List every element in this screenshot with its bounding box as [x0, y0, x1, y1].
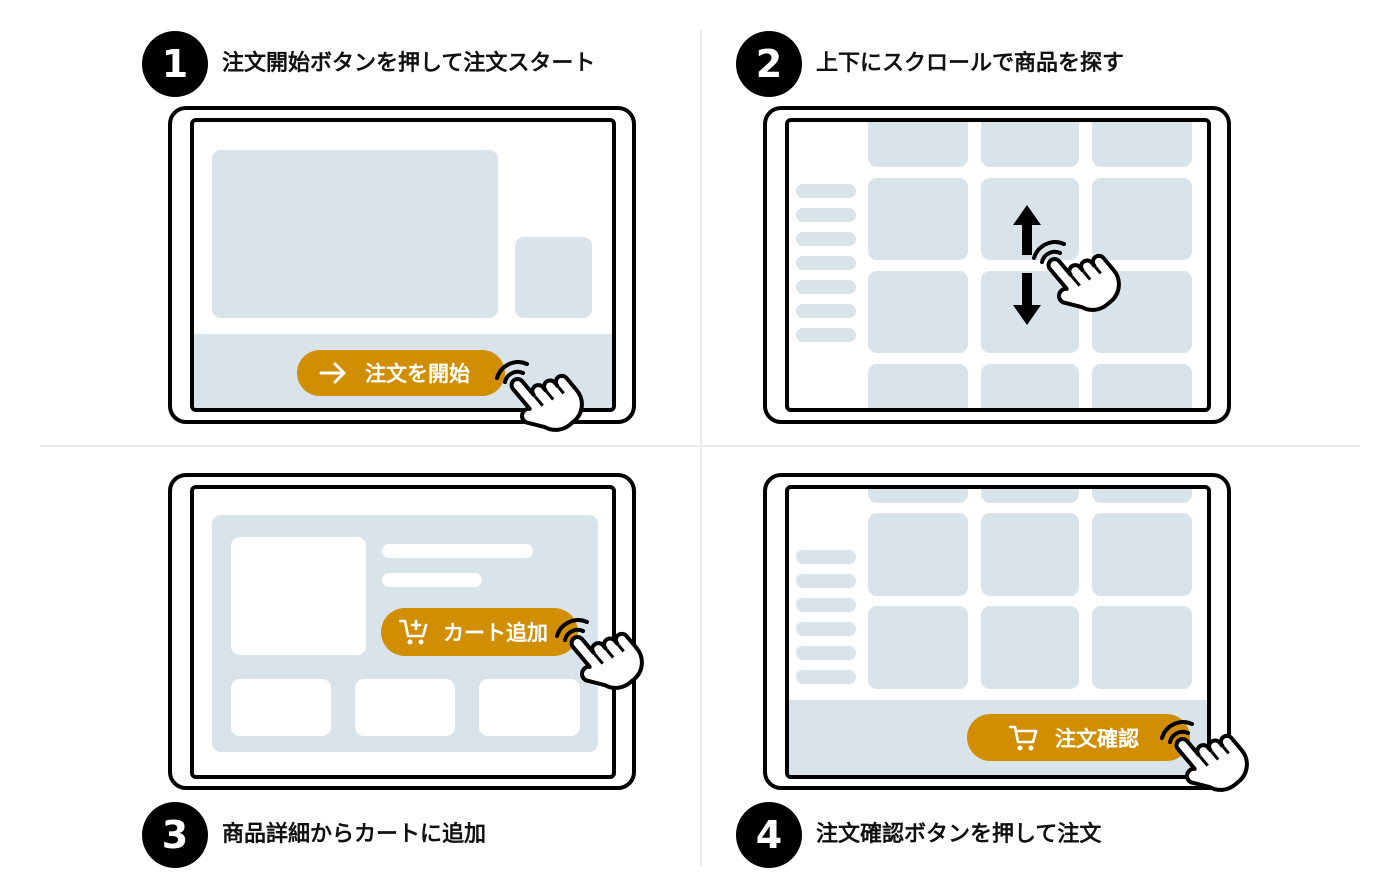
tablet-screen: カート追加 [190, 485, 616, 779]
category-item[interactable] [796, 328, 856, 342]
side-image-placeholder [515, 237, 592, 318]
hand-tap-icon [555, 609, 653, 706]
category-sidebar [796, 184, 856, 342]
tablet-screen: 注文を開始 [190, 118, 616, 412]
step-title: 注文開始ボタンを押して注文スタート [222, 51, 596, 76]
category-item[interactable] [796, 598, 856, 612]
cart-icon [1009, 725, 1038, 750]
product-image-placeholder [231, 537, 366, 655]
category-sidebar [796, 550, 856, 684]
button-label: 注文を開始 [365, 362, 470, 386]
tablet-illustration [763, 106, 1231, 424]
product-card[interactable] [1092, 178, 1192, 260]
category-item[interactable] [796, 280, 856, 294]
step-title: 注文確認ボタンを押して注文 [816, 822, 1102, 847]
cart-plus-icon [399, 619, 428, 645]
category-item[interactable] [796, 622, 856, 636]
product-card[interactable] [868, 489, 968, 503]
product-card[interactable] [868, 178, 968, 260]
hand-tap-icon [1160, 711, 1258, 808]
hero-image-placeholder [212, 150, 498, 318]
product-card[interactable] [981, 606, 1079, 689]
step-title: 商品詳細からカートに追加 [222, 822, 487, 847]
product-card[interactable] [981, 122, 1079, 167]
product-card[interactable] [868, 271, 968, 353]
product-detail-card: カート追加 [212, 515, 598, 752]
product-card[interactable] [868, 606, 968, 689]
product-grid [868, 122, 1192, 408]
step-number-badge: 4 [736, 802, 802, 868]
product-card[interactable] [1092, 489, 1192, 503]
hand-tap-icon [495, 351, 593, 448]
tablet-illustration: カート追加 [168, 473, 636, 790]
option-placeholder[interactable] [479, 679, 580, 736]
tablet-screen [785, 118, 1211, 412]
product-grid [868, 489, 1192, 689]
tablet-illustration: 注文を開始 [168, 106, 636, 424]
tablet-illustration: 注文確認 [763, 473, 1231, 790]
product-name-line [382, 544, 533, 558]
product-card[interactable] [868, 122, 968, 167]
option-placeholder[interactable] [355, 679, 455, 736]
option-placeholder[interactable] [231, 679, 331, 736]
step-number-badge: 2 [736, 31, 802, 97]
scroll-up-down-icon [1013, 205, 1041, 325]
start-order-button[interactable]: 注文を開始 [297, 350, 505, 396]
product-card[interactable] [981, 513, 1079, 596]
category-item[interactable] [796, 646, 856, 660]
product-card[interactable] [981, 364, 1079, 408]
step-title: 上下にスクロールで商品を探す [816, 51, 1125, 76]
tablet-screen: 注文確認 [785, 485, 1211, 779]
button-label: カート追加 [443, 621, 548, 645]
step-number-badge: 3 [142, 802, 208, 868]
arrow-right-icon [319, 362, 346, 384]
product-card[interactable] [1092, 606, 1192, 689]
category-item[interactable] [796, 670, 856, 684]
category-item[interactable] [796, 574, 856, 588]
category-item[interactable] [796, 550, 856, 564]
category-item[interactable] [796, 208, 856, 222]
product-card[interactable] [1092, 513, 1192, 596]
confirm-order-button[interactable]: 注文確認 [967, 714, 1190, 761]
step-number-badge: 1 [142, 31, 208, 97]
category-item[interactable] [796, 256, 856, 270]
button-label: 注文確認 [1055, 726, 1139, 751]
product-card[interactable] [1092, 364, 1192, 408]
product-card[interactable] [868, 364, 968, 408]
product-card[interactable] [981, 489, 1079, 503]
product-card[interactable] [1092, 122, 1192, 167]
product-price-line [382, 573, 482, 587]
add-to-cart-button[interactable]: カート追加 [381, 608, 578, 656]
divider-horizontal [40, 445, 1360, 447]
category-item[interactable] [796, 304, 856, 318]
category-item[interactable] [796, 184, 856, 198]
divider-vertical [700, 30, 702, 866]
hand-tap-icon [1032, 231, 1130, 328]
category-item[interactable] [796, 232, 856, 246]
product-card[interactable] [868, 513, 968, 596]
